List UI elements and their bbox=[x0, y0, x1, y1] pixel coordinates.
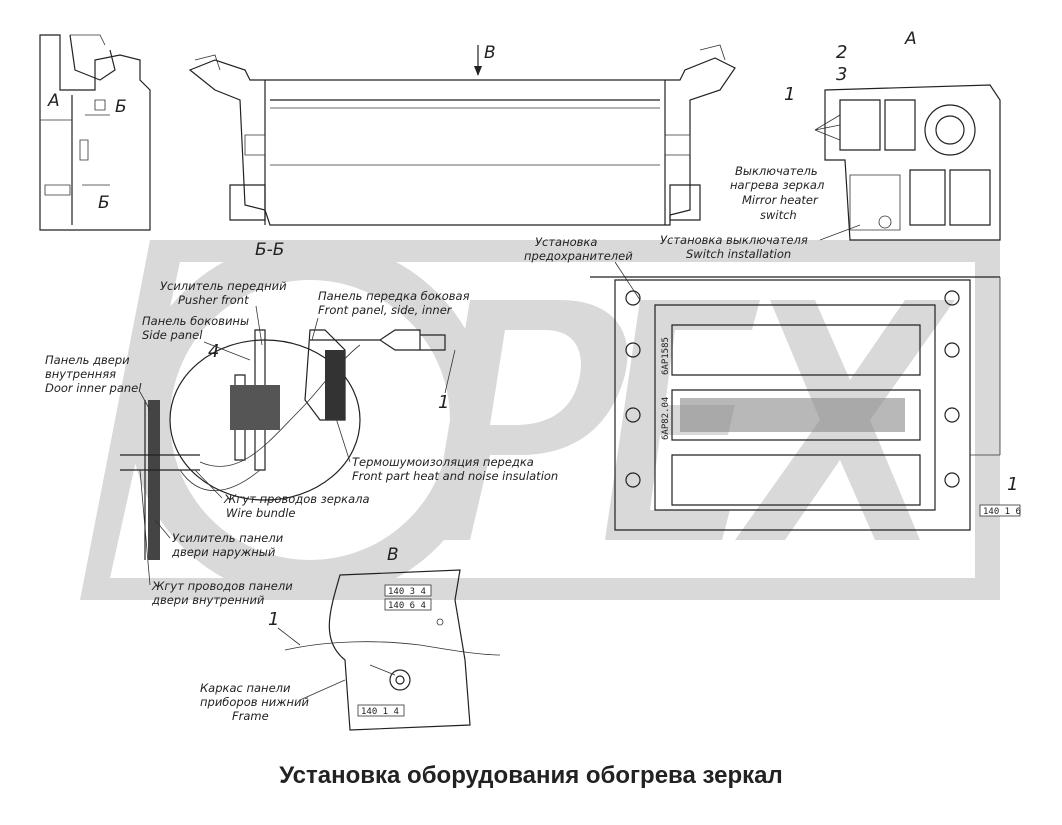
door-harness-label-ru-1: Жгут проводов панели bbox=[151, 579, 293, 593]
callout-1-view-v: 1 bbox=[268, 609, 279, 630]
side-panel-label-ru: Панель боковины bbox=[142, 314, 249, 328]
fuse-code-2: 6АР82.04 bbox=[661, 397, 671, 440]
frame-label-ru-2: приборов нижний bbox=[200, 695, 310, 709]
callout-1-fuse: 1 bbox=[1007, 474, 1018, 495]
frame-label-ru-1: Каркас панели bbox=[200, 681, 291, 695]
view-b-arrow-label: B bbox=[484, 43, 496, 63]
door-inner-label-en: Door inner panel bbox=[45, 381, 142, 395]
callout-1-switch: 1 bbox=[784, 84, 795, 105]
callout-2: 2 bbox=[836, 42, 847, 63]
section-bb-title: Б-Б bbox=[255, 240, 284, 260]
callout-4: 4 bbox=[208, 341, 219, 362]
door-reinf-label-ru-1: Усилитель панели bbox=[172, 531, 284, 545]
mirror-switch-label-ru-1: Выключатель bbox=[735, 164, 818, 178]
pusher-label-ru: Усилитель передний bbox=[160, 279, 287, 293]
view-v-drawing bbox=[284, 569, 501, 731]
mirror-switch-label-en-2: switch bbox=[760, 208, 797, 222]
insulation-label-en: Front part heat and noise insulation bbox=[352, 469, 558, 483]
switch-install-label-en: Switch installation bbox=[686, 247, 791, 261]
drawing-title: Установка оборудования обогрева зеркал bbox=[279, 762, 783, 789]
insulation-label-ru: Термошумоизоляция передка bbox=[352, 455, 534, 469]
frame-label-en: Frame bbox=[232, 709, 269, 723]
mirror-switch-label-ru-2: нагрева зеркал bbox=[730, 178, 825, 192]
door-inner-label-ru-1: Панель двери bbox=[45, 353, 130, 367]
door-side-view bbox=[39, 34, 151, 231]
view-a-title: A bbox=[904, 29, 917, 49]
front-panel-label-en: Front panel, side, inner bbox=[318, 303, 453, 317]
code-label-4: 140 1 6 bbox=[983, 507, 1021, 517]
fuse-install-label-2: предохранителей bbox=[524, 249, 633, 263]
callout-1-bb: 1 bbox=[438, 392, 449, 413]
view-a-label-door: A bbox=[47, 91, 60, 111]
mirror-switch-label-en-1: Mirror heater bbox=[742, 193, 819, 207]
callout-3: 3 bbox=[836, 64, 847, 85]
section-b-label-top: Б bbox=[115, 97, 127, 117]
view-v-title: B bbox=[387, 545, 399, 565]
front-panel-label-ru: Панель передка боковая bbox=[318, 289, 470, 303]
switch-install-label-ru: Установка выключателя bbox=[660, 233, 808, 247]
door-reinf-label-ru-2: двери наружный bbox=[171, 545, 276, 559]
door-inner-label-ru-2: внутренняя bbox=[45, 367, 116, 381]
bb-leader-lines bbox=[139, 305, 351, 586]
fuse-block-drawing bbox=[590, 276, 1001, 531]
code-label-2: 140 6 4 bbox=[388, 601, 426, 611]
pusher-label-en: Pusher front bbox=[178, 293, 249, 307]
code-label-1: 140 3 4 bbox=[388, 587, 426, 597]
wire-bundle-label-en: Wire bundle bbox=[226, 506, 295, 520]
switch-panel-view-a bbox=[814, 84, 1001, 241]
section-b-label-bottom: Б bbox=[98, 193, 110, 213]
fuse-install-label-1: Установка bbox=[535, 235, 597, 249]
door-harness-label-ru-2: двери внутренний bbox=[151, 593, 265, 607]
side-panel-label-en: Side panel bbox=[142, 328, 203, 342]
section-bb-drawing bbox=[120, 329, 446, 560]
wire-bundle-label-ru: Жгут проводов зеркала bbox=[223, 492, 370, 506]
code-label-3: 140 1 4 bbox=[361, 707, 399, 717]
dashboard-frame-view bbox=[188, 44, 736, 226]
fuse-code-1: 6АР1585 bbox=[661, 337, 671, 375]
